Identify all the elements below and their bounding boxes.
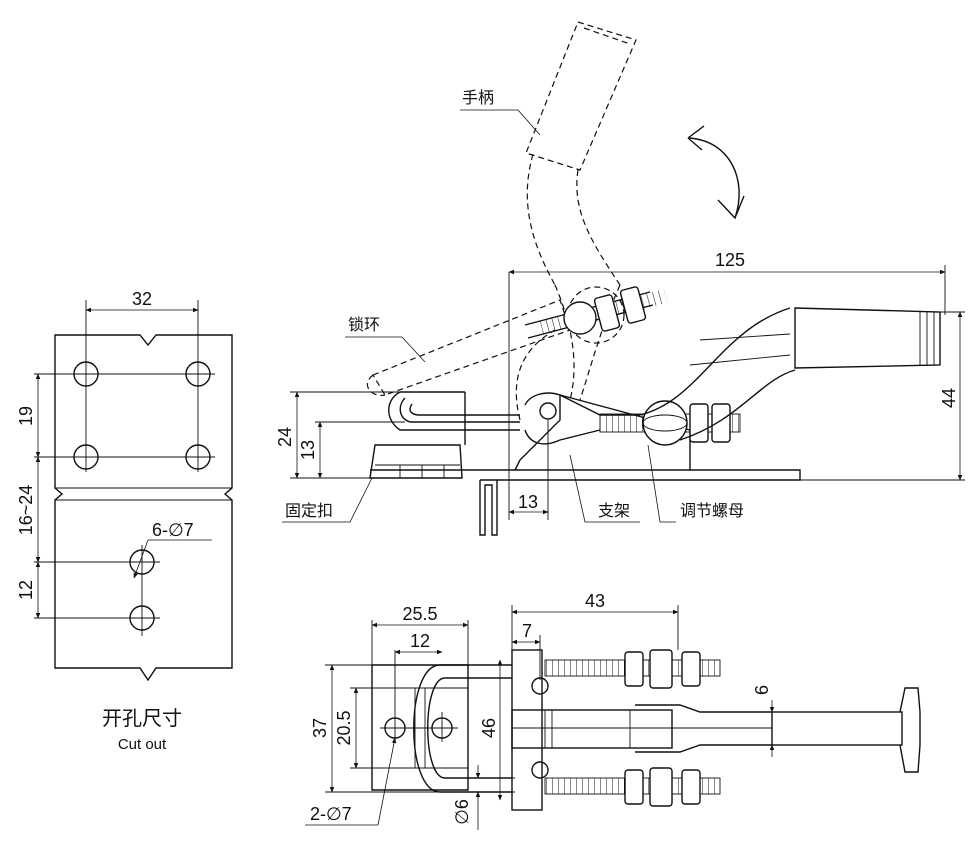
label-fixed-buckle: 固定扣 — [285, 502, 333, 520]
dim-cutout-v1: 19 — [16, 406, 36, 426]
dim-bottom-12: 12 — [410, 631, 430, 651]
dim-side-h13: 13 — [298, 440, 318, 460]
dim-bottom-37: 37 — [310, 718, 330, 738]
cutout-view: 32 19 16~24 12 6-∅7 开孔尺寸 Cut out — [16, 289, 233, 753]
dim-bottom-7: 7 — [522, 621, 532, 641]
dim-cutout-holes: 6-∅7 — [152, 520, 194, 540]
dim-bottom-43: 43 — [585, 591, 605, 611]
dim-cutout-v2: 12 — [16, 580, 36, 600]
dim-cutout-width: 32 — [132, 289, 152, 309]
dim-side-length: 125 — [715, 250, 745, 270]
dim-bottom-6-right: 6 — [752, 685, 772, 695]
dim-bottom-holes: 2-∅7 — [310, 804, 352, 824]
dashed-handle-open — [366, 21, 637, 421]
label-lock-ring: 锁环 — [348, 316, 380, 334]
label-handle: 手柄 — [462, 89, 494, 107]
label-adjust-nut: 调节螺母 — [680, 502, 744, 520]
dim-cutout-gap: 16~24 — [16, 485, 36, 536]
dim-bottom-phi6: ∅6 — [452, 799, 472, 825]
dim-bottom-46: 46 — [479, 718, 499, 738]
dim-side-height: 44 — [939, 388, 959, 408]
cutout-title-cn: 开孔尺寸 — [102, 706, 182, 730]
dim-bottom-25-5: 25.5 — [402, 604, 437, 624]
label-bracket: 支架 — [598, 502, 630, 520]
open-bolt — [524, 286, 668, 339]
cutout-title-en: Cut out — [118, 736, 167, 753]
top-view: 25.5 12 43 7 37 20.5 46 6 ∅6 — [305, 591, 921, 830]
dim-bottom-20-5: 20.5 — [334, 710, 354, 745]
rotation-arrow — [687, 137, 745, 220]
dim-side-h24: 24 — [275, 427, 295, 447]
fixed-buckle-part — [369, 391, 520, 479]
dim-side-offset13: 13 — [518, 492, 538, 512]
side-view: 125 44 24 13 13 手柄 锁环 固定扣 支架 调节螺母 — [275, 21, 965, 536]
